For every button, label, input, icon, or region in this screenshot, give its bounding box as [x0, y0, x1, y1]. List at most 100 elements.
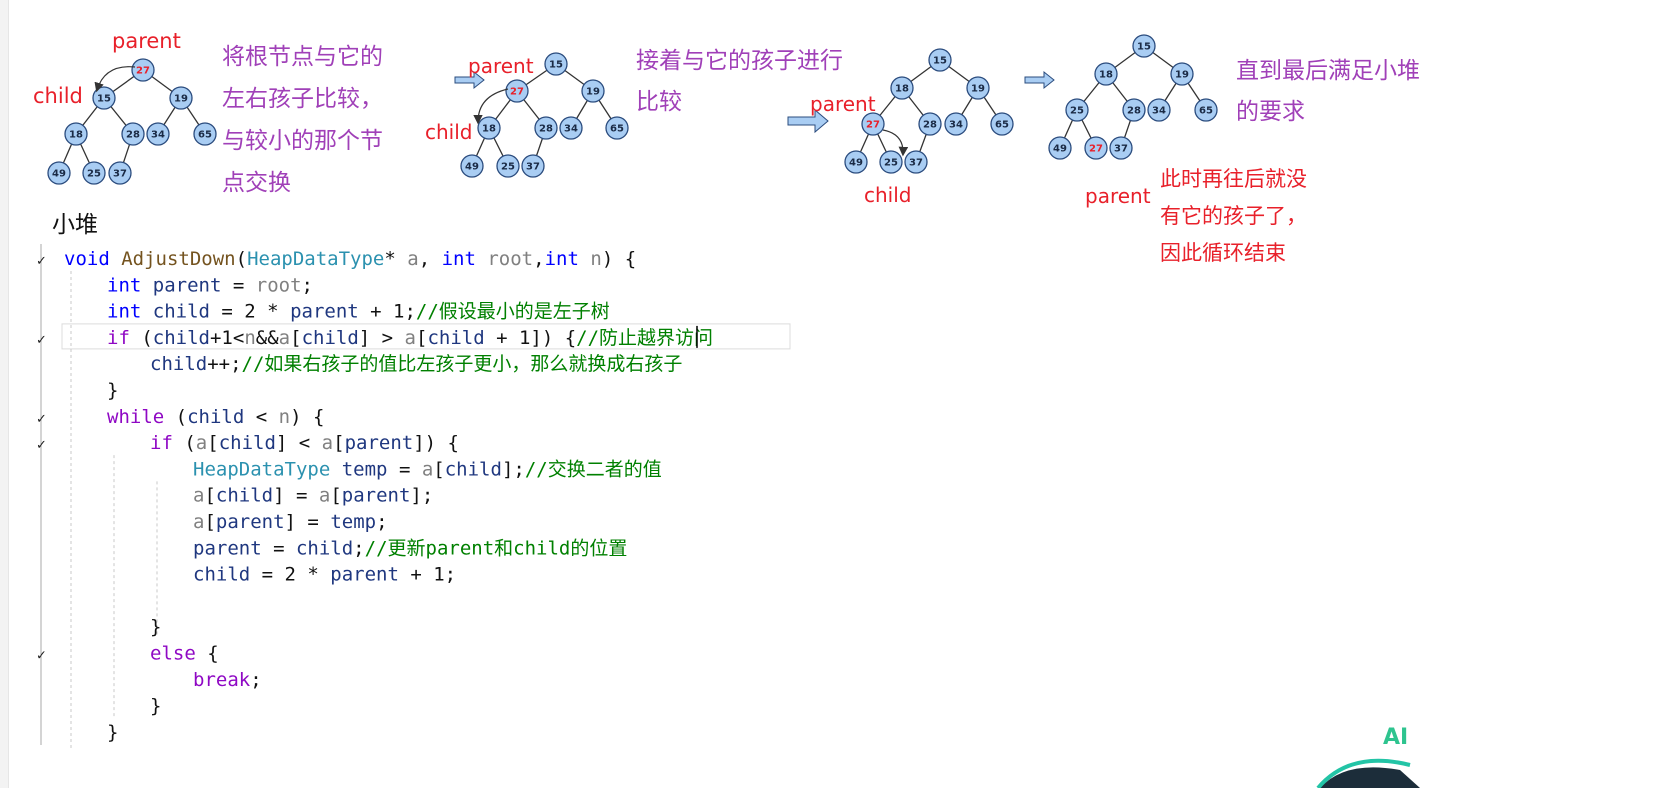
tree-node: 49 — [460, 154, 484, 178]
tree-node-value: 34 — [1152, 106, 1166, 117]
tree-node: 28 — [121, 122, 145, 146]
label-parent-step2: parent — [468, 54, 534, 78]
caption-step4-line: 的要求 — [1236, 99, 1305, 125]
tree-node-value: 28 — [126, 130, 140, 141]
code-line: a[child] = a[parent]; — [193, 485, 433, 507]
tree-node: 28 — [534, 116, 558, 140]
label-parent-step1: parent — [112, 29, 181, 53]
code-line: } — [150, 695, 161, 717]
tree-node: 19 — [1170, 62, 1194, 86]
tree-node-value: 18 — [1099, 70, 1113, 81]
tree-node-circle — [559, 116, 583, 140]
tree-node: 34 — [146, 122, 170, 146]
fold-check-icon[interactable]: ✓ — [36, 438, 47, 453]
tree-node-circle — [1084, 136, 1108, 160]
tree-node-circle — [844, 150, 868, 174]
tree-node-circle — [944, 112, 968, 136]
fold-check-icon[interactable]: ✓ — [36, 333, 47, 348]
tree-node: 37 — [1109, 136, 1133, 160]
tree-node-value: 19 — [971, 84, 985, 95]
tree-node-value: 15 — [549, 60, 563, 71]
tree-node-value: 49 — [465, 162, 479, 173]
tree-node-circle — [193, 122, 217, 146]
caption-step1-line: 点交换 — [222, 170, 291, 196]
note-step4-line: 有它的孩子了， — [1160, 204, 1307, 228]
tree-node-value: 34 — [564, 124, 578, 135]
swap-arrow-step1 — [94, 66, 136, 93]
editor-left-gutter — [0, 0, 9, 788]
tree-node: 27 — [131, 58, 155, 82]
tree-node-circle — [47, 161, 71, 185]
note-step4-line: 此时再往后就没 — [1160, 167, 1307, 191]
fold-check-icon[interactable]: ✓ — [36, 254, 47, 269]
tree-node: 49 — [844, 150, 868, 174]
tree-node-circle — [82, 161, 106, 185]
watermark-swoosh — [1316, 758, 1411, 788]
code-line: void AdjustDown(HeapDataType* a, int roo… — [64, 248, 636, 270]
tree-node: 28 — [1122, 98, 1146, 122]
tree-node: 34 — [559, 116, 583, 140]
code-editor: ✓ void AdjustDown(HeapDataType* a, int ro… — [36, 244, 791, 749]
fold-check-icon[interactable]: ✓ — [36, 649, 47, 664]
caption-step1-line: 将根节点与它的 — [222, 44, 383, 70]
tree-node-value: 25 — [884, 158, 898, 169]
tree-node: 25 — [82, 161, 106, 185]
tree-node: 25 — [1065, 98, 1089, 122]
tree-node-value: 49 — [52, 169, 66, 180]
tree-node: 18 — [1094, 62, 1118, 86]
next-step-arrow — [454, 70, 485, 90]
tree-node: 65 — [193, 122, 217, 146]
tree-node: 65 — [605, 116, 629, 140]
tree-node: 49 — [1048, 136, 1072, 160]
code-line: int child = 2 * parent + 1;//假设最小的是左子树 — [107, 301, 610, 323]
code-line: break; — [193, 669, 262, 691]
tree-node-circle — [534, 116, 558, 140]
tree-node: 27 — [861, 112, 885, 136]
tree-node-circle — [1170, 62, 1194, 86]
tree-node: 19 — [169, 86, 193, 110]
tree-node-circle — [521, 154, 545, 178]
tree-node: 25 — [879, 150, 903, 174]
tree-node-circle — [544, 52, 568, 76]
caption-step1-line: 与较小的那个节 — [222, 128, 383, 154]
tree-node: 25 — [496, 154, 520, 178]
tree-node-value: 27 — [1089, 144, 1103, 155]
tree-node: 15 — [1132, 34, 1156, 58]
tree-node-circle — [1122, 98, 1146, 122]
caption-step2-line: 接着与它的孩子进行 — [636, 48, 843, 74]
tree-node: 27 — [1084, 136, 1108, 160]
tree-node-value: 25 — [501, 162, 515, 173]
tree-node: 37 — [904, 150, 928, 174]
label-child-step2: child — [425, 120, 472, 144]
fold-check-icon[interactable]: ✓ — [36, 412, 47, 427]
caption-step1-line: 左右孩子比较， — [222, 86, 383, 112]
tree-node: 49 — [47, 161, 71, 185]
tree-node: 65 — [990, 112, 1014, 136]
tree-node-circle — [146, 122, 170, 146]
section-label: 小堆 — [52, 212, 98, 238]
tree-node: 34 — [944, 112, 968, 136]
tree-node-value: 65 — [1199, 106, 1213, 117]
tree-node-value: 19 — [586, 87, 600, 98]
code-line: while (child < n) { — [107, 406, 324, 428]
next-step-arrow — [787, 108, 829, 134]
tree-node-circle — [918, 112, 942, 136]
tree-node: 18 — [890, 76, 914, 100]
tree-node: 15 — [92, 86, 116, 110]
tree-node-value: 28 — [1127, 106, 1141, 117]
tree-node-value: 37 — [909, 158, 923, 169]
tree-node-value: 15 — [97, 94, 111, 105]
tree-node: 28 — [918, 112, 942, 136]
code-line: a[parent] = temp; — [193, 511, 388, 533]
tree-node-value: 27 — [866, 120, 880, 131]
caption-step4-line: 直到最后满足小堆 — [1236, 58, 1420, 84]
tree-node-value: 65 — [610, 124, 624, 135]
tree-node-value: 37 — [1114, 144, 1128, 155]
tree-node: 34 — [1147, 98, 1171, 122]
tree-node-circle — [496, 154, 520, 178]
tree-node: 19 — [581, 79, 605, 103]
